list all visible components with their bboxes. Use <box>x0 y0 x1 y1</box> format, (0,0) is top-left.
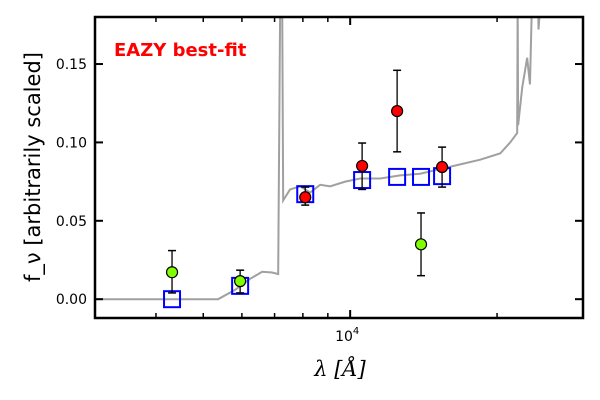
observed-point <box>391 104 404 118</box>
y-tick-label: 0.05 <box>56 214 87 230</box>
observed-point <box>165 266 179 279</box>
y-tick-label: 0.00 <box>56 292 87 308</box>
observed-point <box>356 159 369 173</box>
model-flux-square <box>388 167 407 186</box>
observed-point <box>414 238 428 251</box>
observed-point <box>299 191 312 204</box>
model-spectrum-line <box>95 17 541 301</box>
y-axis-label: f_ν [arbitrarily scaled] <box>21 52 46 282</box>
y-tick-label: 0.10 <box>56 135 87 151</box>
annotation-label: EAZY best-fit <box>114 40 247 61</box>
observed-point <box>435 160 449 174</box>
plot-frame <box>93 15 585 320</box>
model-flux-square <box>412 167 431 186</box>
observed-point <box>234 275 247 288</box>
y-tick-label: 0.15 <box>56 57 87 73</box>
x-tick-label: 104 <box>335 326 359 345</box>
x-axis-label: λ [Å] <box>313 356 366 381</box>
